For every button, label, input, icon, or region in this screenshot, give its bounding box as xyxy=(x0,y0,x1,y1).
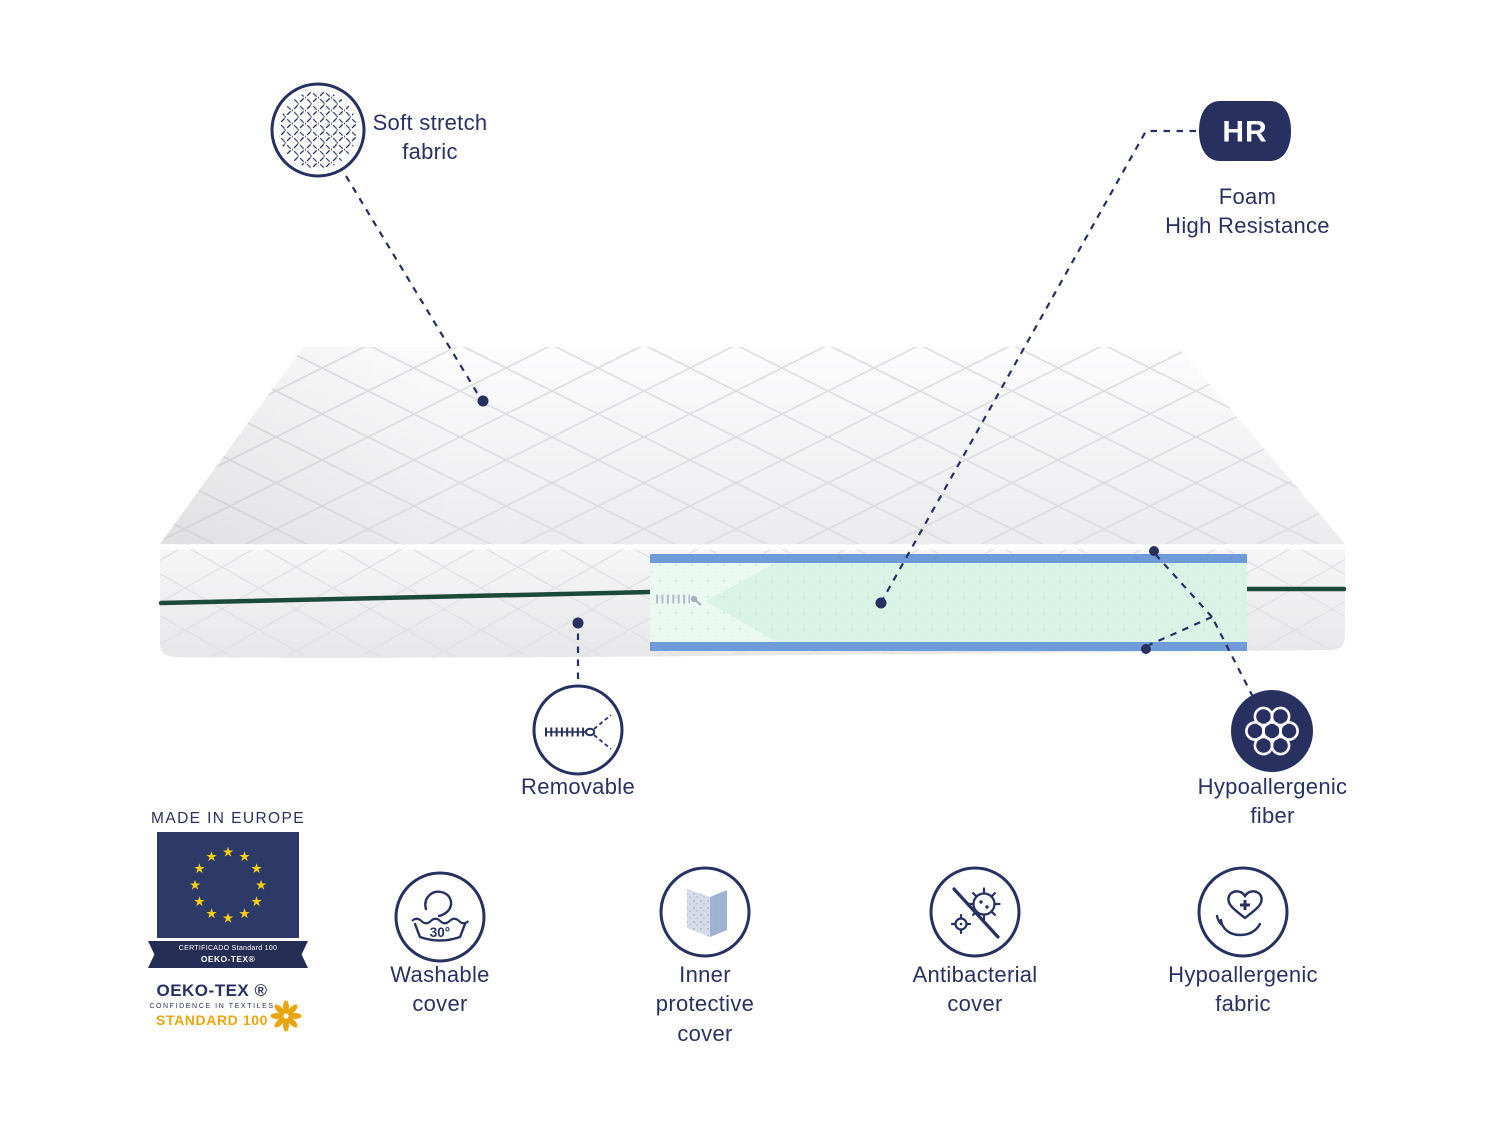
washable-cover-label: Washable cover xyxy=(390,962,490,1017)
connector-fiber-top xyxy=(1155,554,1213,618)
svg-text:★: ★ xyxy=(193,861,205,876)
inner-protective-cover-label: Inner protective cover xyxy=(655,962,755,1046)
connector-foam xyxy=(882,129,1196,600)
svg-text:★: ★ xyxy=(238,849,250,864)
hand-shape xyxy=(424,890,453,918)
removable-label: Removable xyxy=(521,774,635,799)
mattress-top-face xyxy=(160,347,1345,544)
point-fiber-bottom xyxy=(1141,644,1151,654)
zipper-piping-left xyxy=(158,589,653,606)
oeko-tex-standard: STANDARD 100 xyxy=(156,1012,268,1028)
fabric-weave-icon xyxy=(270,82,366,178)
oeko-tex-certified-ribbon: CERTIFICADO Standard 100 OEKO-TEX® xyxy=(148,941,308,968)
svg-text:★: ★ xyxy=(189,878,201,893)
svg-text:★: ★ xyxy=(193,894,205,909)
made-in-europe-label: MADE IN EUROPE xyxy=(151,810,305,827)
water-wave xyxy=(411,917,470,925)
point-foam xyxy=(875,597,887,609)
connector-soft-stretch xyxy=(345,175,480,397)
connector-lines xyxy=(345,129,1254,698)
oeko-tex-flower-icon xyxy=(270,1000,302,1032)
holding-hand xyxy=(1219,918,1262,937)
oeko-tex-brand: OEKO-TEX ® xyxy=(156,981,268,1000)
antibacterial-cover-label: Antibacterial cover xyxy=(912,962,1038,1017)
hr-badge-icon: HR xyxy=(1199,101,1291,161)
point-fiber-top xyxy=(1149,546,1159,556)
eu-flag-icon: ★ ★ ★ ★ ★ ★ ★ ★ ★ ★ ★ ★ xyxy=(157,832,299,938)
hypoallergenic-fiber-label: Hypoallergenic fiber xyxy=(1197,774,1348,829)
foam-high-resistance-label: Foam High Resistance xyxy=(1165,184,1330,239)
connector-fiber-stem xyxy=(1211,616,1254,698)
svg-text:★: ★ xyxy=(205,849,217,864)
svg-text:★: ★ xyxy=(238,906,250,921)
point-soft-stretch xyxy=(477,395,489,407)
medical-cross xyxy=(1240,900,1250,910)
oeko-tex-tagline: CONFIDENCE IN TEXTILES xyxy=(149,1003,275,1010)
basin-shape xyxy=(413,922,467,942)
fiber-layer-bottom xyxy=(650,642,1247,651)
point-removable xyxy=(572,617,584,629)
zipper-icon xyxy=(532,684,624,776)
oeko-tex-brand-block: OEKO-TEX ® CONFIDENCE IN TEXTILES STANDA… xyxy=(132,981,292,1028)
ribbon-line1: CERTIFICADO Standard 100 xyxy=(178,944,278,952)
svg-text:★: ★ xyxy=(222,911,234,926)
hypoallergenic-fabric-label: Hypoallergenic fabric xyxy=(1168,962,1318,1017)
no-bacteria-icon xyxy=(929,866,1021,958)
ribbon-line2: OEKO-TEX® xyxy=(200,953,256,964)
connector-fiber-bottom xyxy=(1148,615,1213,647)
fiber-cluster-icon xyxy=(1231,690,1313,772)
hand-wash-30-icon: 30° xyxy=(394,871,486,963)
svg-text:★: ★ xyxy=(205,906,217,921)
prohibition-slash xyxy=(952,887,1000,939)
wash-temperature-text: 30° xyxy=(430,925,450,940)
svg-text:★: ★ xyxy=(251,894,263,909)
soft-stretch-label: Soft stretch fabric xyxy=(372,110,488,165)
connector-points xyxy=(477,395,1159,654)
cutaway-zipper-icon xyxy=(656,594,702,606)
mattress-cutaway xyxy=(650,554,1247,651)
svg-text:★: ★ xyxy=(222,845,234,860)
svg-text:★: ★ xyxy=(251,861,263,876)
fiber-layer-top xyxy=(650,554,1247,563)
svg-text:★: ★ xyxy=(255,878,267,893)
protective-cover-icon xyxy=(659,866,751,958)
hr-badge-text: HR xyxy=(1222,116,1267,149)
hand-heart-cross-icon xyxy=(1197,866,1289,958)
